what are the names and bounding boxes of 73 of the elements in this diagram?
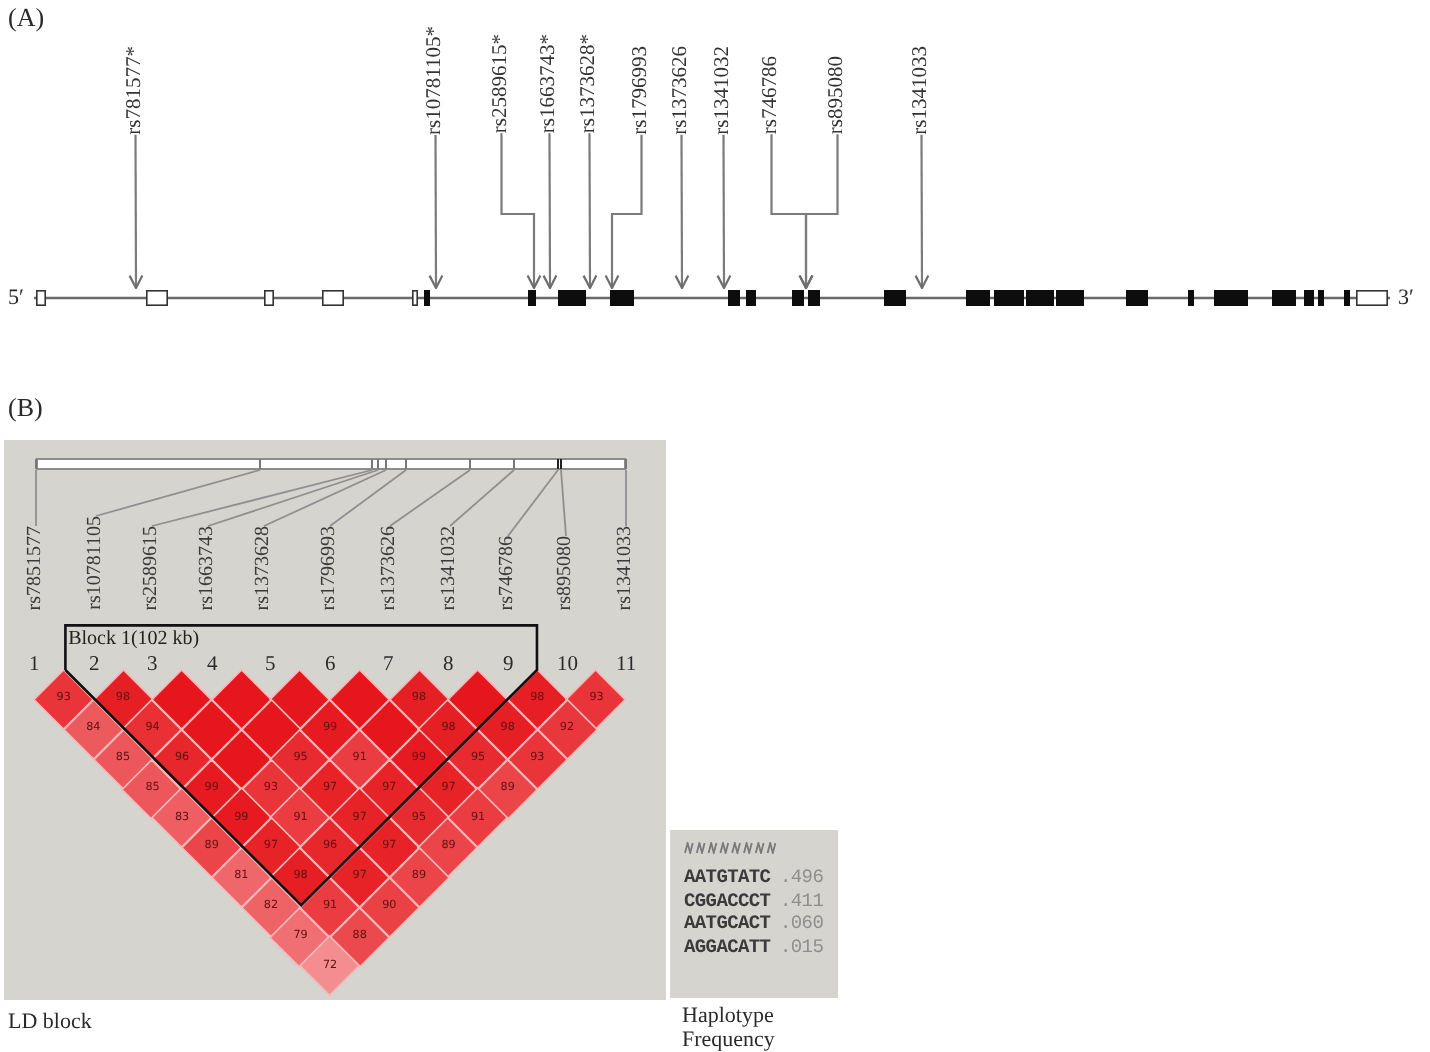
arrow (604, 134, 643, 290)
snp-label: rs1373626 (671, 46, 692, 135)
marker-number: 11 (616, 654, 637, 678)
marker-number: 1 (29, 654, 40, 678)
snp-position-bar (36, 458, 626, 470)
snp-label: rs1341033 (911, 46, 932, 135)
leader-line (329, 469, 407, 527)
haplotype-sequence: AATGTATC (684, 868, 771, 889)
marker-number: 9 (503, 654, 514, 678)
panel-label: (A) (8, 4, 45, 33)
arrow (582, 133, 598, 290)
snp-label: rs895080 (556, 536, 576, 611)
arrow (542, 133, 558, 290)
snp-label: rs746786 (761, 56, 782, 135)
ld-diamond (300, 936, 360, 996)
haplotype-sequence: AGGACATT (684, 938, 771, 959)
arrow (716, 134, 732, 290)
marker-number: 10 (557, 654, 578, 678)
leader-line (35, 469, 37, 527)
arrow (674, 134, 690, 290)
marker-number: 8 (443, 654, 454, 678)
haplotype-frequency: .496 (780, 868, 824, 889)
arrow (428, 134, 444, 290)
snp-label: rs1663743* (539, 34, 560, 134)
gene-structure (34, 288, 1390, 308)
snp-label: rs1373628 (254, 526, 274, 611)
snp-label: rs781577* (125, 46, 146, 135)
panel-caption: LD block (8, 1010, 92, 1035)
strand-end-label: 5′ (8, 286, 24, 311)
leader-line (389, 469, 471, 527)
snp-label: rs1796993 (631, 46, 652, 135)
leader-line (560, 469, 567, 537)
ld-diamond (211, 670, 271, 730)
haplotype-frequency: .015 (780, 938, 824, 959)
leader-line (207, 469, 379, 527)
snp-label: rs1373626 (380, 526, 400, 611)
marker-number: 3 (147, 654, 158, 678)
snp-label: rs1341032 (440, 526, 460, 611)
block-label: Block 1(102 kb) (68, 627, 200, 649)
arrow (798, 134, 839, 290)
snp-label: rs1663743 (198, 526, 218, 611)
haplotype-sequence: AATGCACT (684, 914, 771, 935)
marker-number: 5 (265, 654, 276, 678)
leader-line (625, 469, 627, 527)
snp-label: rs10781105 (86, 516, 106, 610)
snp-label: rs2589615 (142, 526, 162, 611)
arrow (914, 134, 930, 290)
marker-number: 7 (383, 654, 394, 678)
leader-line (263, 469, 387, 527)
haplotype-sequence: CGGACCCT (684, 892, 771, 913)
arrow (500, 133, 542, 290)
leader-line (507, 469, 559, 537)
strand-end-label: 3′ (1398, 286, 1414, 311)
snp-label: rs7851577 (26, 526, 46, 611)
haplotype-frequency: .411 (780, 892, 824, 913)
arrow (128, 134, 144, 290)
leader-line (449, 469, 515, 527)
haplotype-frequency: .060 (780, 914, 824, 935)
snp-label: rs1796993 (320, 526, 340, 611)
snp-label: rs1341032 (713, 46, 734, 135)
leader-line (95, 469, 261, 517)
marker-number: 6 (325, 654, 336, 678)
marker-number: 4 (207, 654, 218, 678)
snp-label: rs2589615* (491, 34, 512, 134)
snp-label: rs1341033 (616, 526, 636, 611)
snp-label: rs746786 (498, 536, 518, 611)
marker-number: 2 (89, 654, 100, 678)
panel-label: (B) (8, 394, 43, 423)
snp-label: rs1373628* (579, 34, 600, 134)
panel-caption: Haplotype Frequency (682, 1004, 777, 1052)
snp-label: rs895080 (827, 56, 848, 135)
snp-label: rs10781105* (425, 26, 446, 135)
leader-line (151, 469, 373, 527)
